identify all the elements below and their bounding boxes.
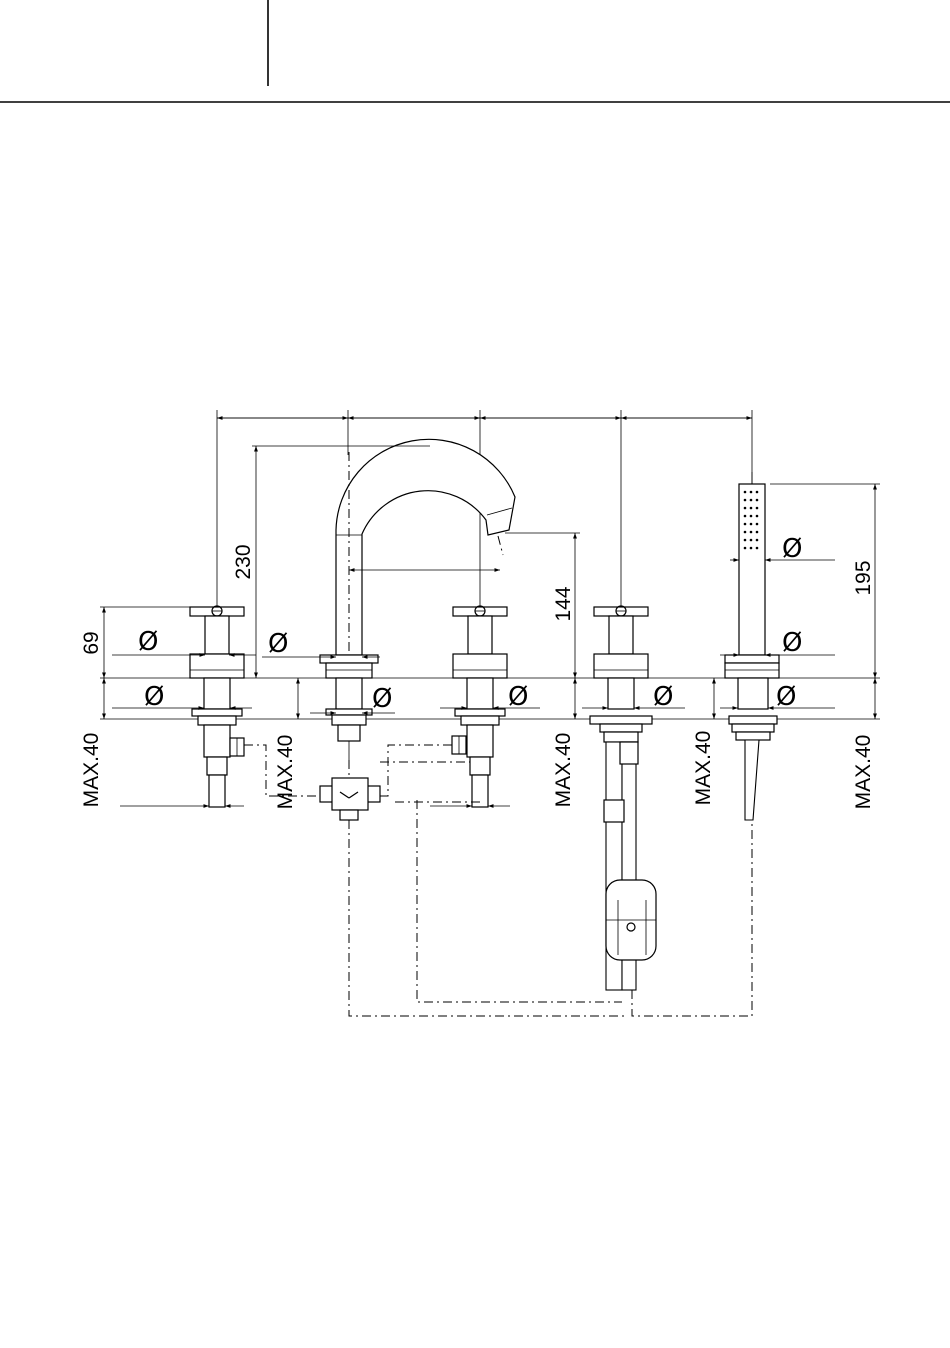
dim-label-195: 195 <box>852 560 875 595</box>
title-block <box>0 0 950 102</box>
diameter-symbol: Ø <box>138 627 158 657</box>
diameter-symbol: Ø <box>508 682 528 712</box>
dim-label-max-40: MAX.40 <box>80 733 103 808</box>
diameter-symbol: Ø <box>372 684 392 714</box>
diameter-symbol: Ø <box>268 629 288 659</box>
dim-label-max-40: MAX.40 <box>274 735 297 810</box>
diameter-symbol: Ø <box>653 682 673 712</box>
diameter-symbol: Ø <box>782 534 802 564</box>
diameter-symbol: Ø <box>782 628 802 658</box>
dim-label-69: 69 <box>80 631 103 654</box>
diameter-symbol: Ø <box>144 682 164 712</box>
handshower <box>725 472 779 820</box>
t-connector <box>320 778 380 820</box>
dim-label-144: 144 <box>552 586 575 621</box>
dim-label-max-40: MAX.40 <box>852 735 875 810</box>
diverter-valve <box>590 606 652 742</box>
right-cross-handle-valve <box>452 606 507 807</box>
dim-label-max-40: MAX.40 <box>692 731 715 806</box>
dim-label-max-40: MAX.40 <box>552 733 575 808</box>
diameter-symbol: Ø <box>776 682 796 712</box>
braided-hoses <box>604 742 656 990</box>
dim-label-230: 230 <box>232 544 255 579</box>
left-cross-handle-valve <box>190 606 244 807</box>
